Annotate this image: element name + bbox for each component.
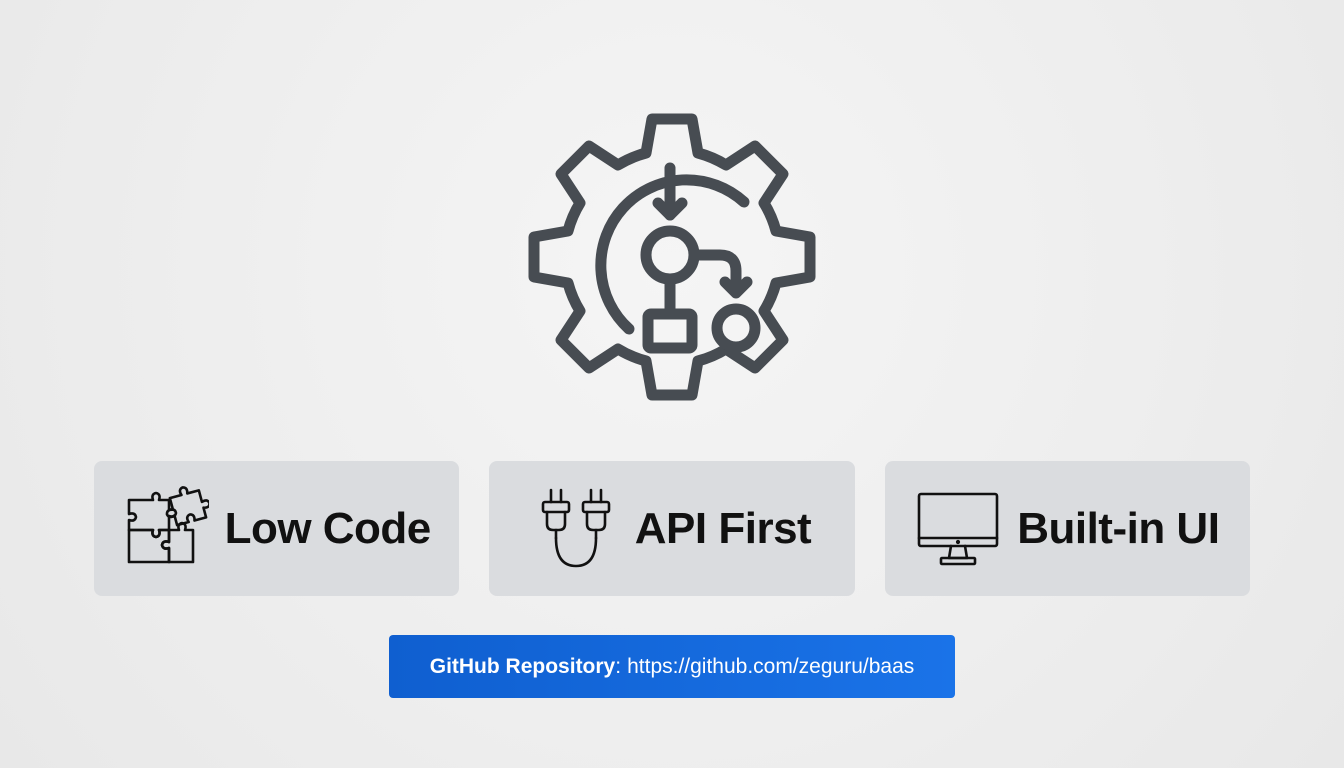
repository-url[interactable]: https://github.com/zeguru/baas: [627, 654, 915, 678]
gear-outline: [528, 113, 816, 401]
feature-label: Low Code: [224, 503, 432, 553]
feature-card-api-first: API First: [489, 461, 855, 596]
feature-label: API First: [634, 503, 812, 553]
feature-card-low-code: Low Code: [94, 461, 460, 596]
repository-link-bar[interactable]: GitHub Repository : https://github.com/z…: [389, 635, 955, 698]
feature-label: Built-in UI: [1017, 503, 1220, 553]
cycle-arc: [595, 174, 750, 335]
monitor-icon: [915, 486, 1001, 572]
repository-label: GitHub Repository: [429, 654, 616, 678]
puzzle-icon: [123, 485, 209, 572]
gear-workflow-icon: [517, 102, 827, 412]
feature-cards: Low Code: [94, 461, 1250, 596]
feature-card-built-in-ui: Built-in UI: [884, 461, 1250, 596]
repository-separator: :: [615, 654, 622, 678]
plug-icon: [533, 486, 619, 572]
